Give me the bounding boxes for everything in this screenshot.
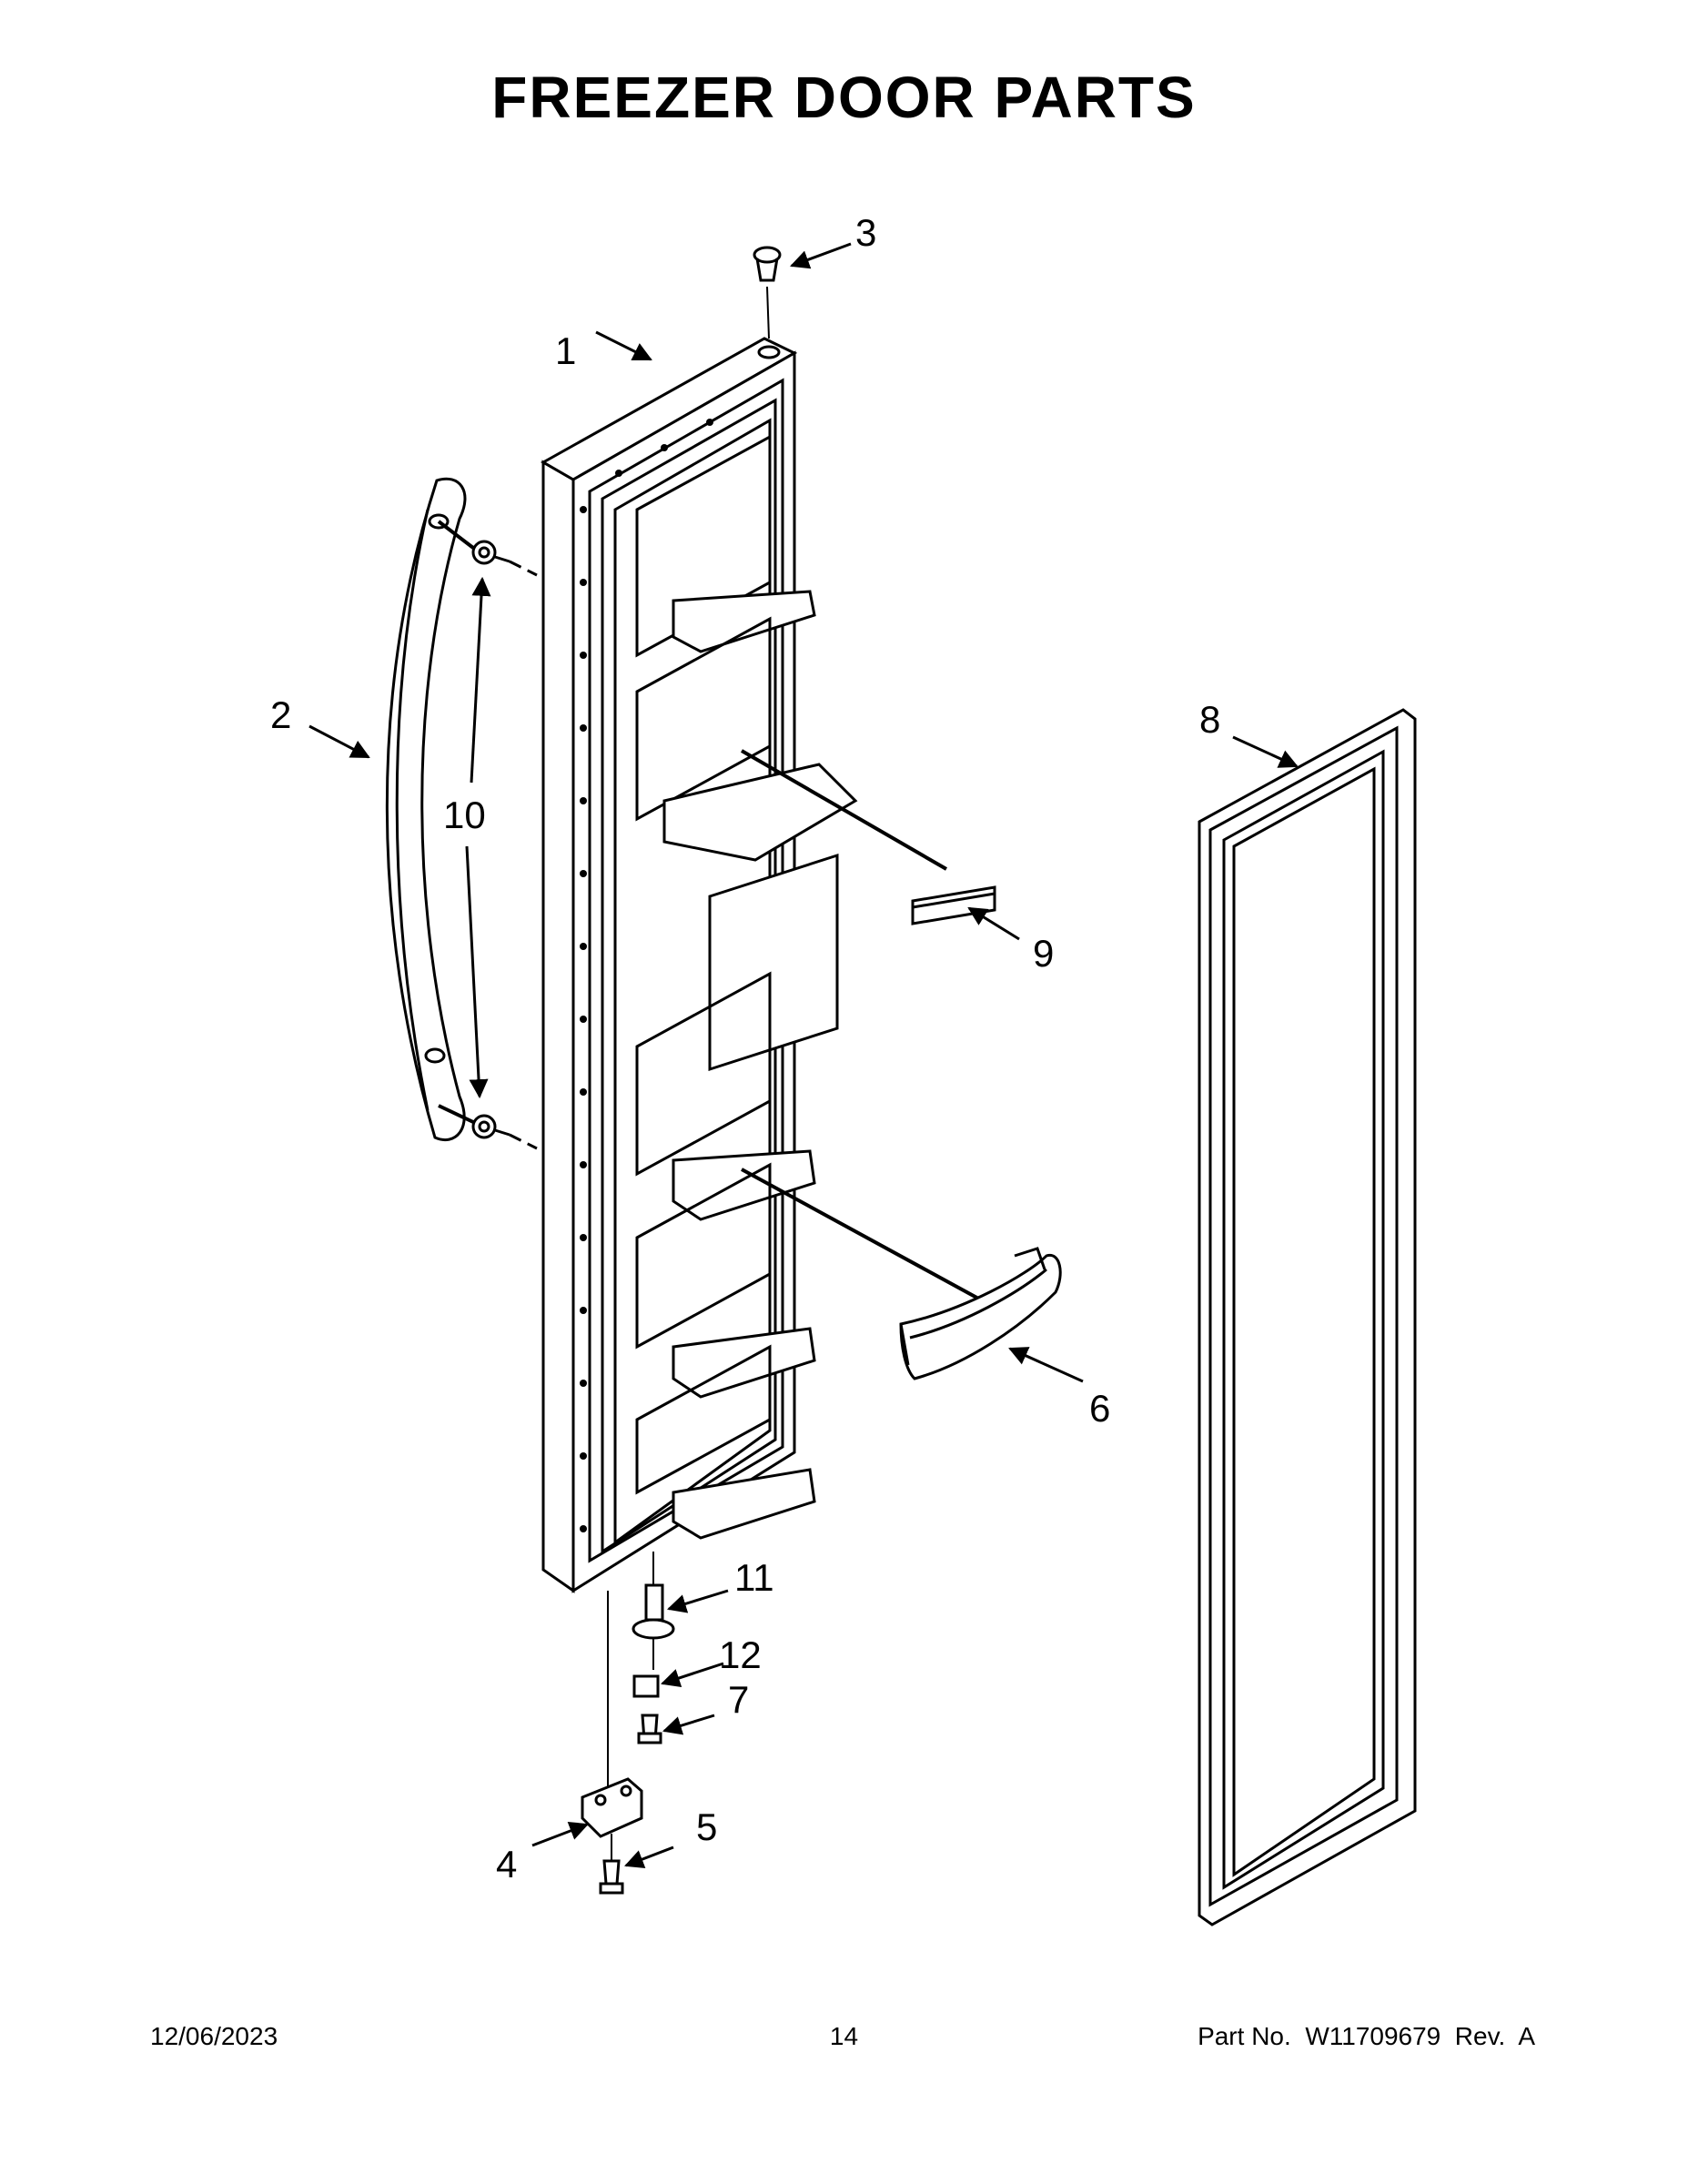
callout-1: 1 bbox=[555, 329, 576, 372]
page-title: FREEZER DOOR PARTS bbox=[491, 65, 1197, 130]
callout-11: 11 bbox=[734, 1556, 774, 1599]
callout-8: 8 bbox=[1199, 698, 1220, 741]
bottom-hinge-assembly bbox=[581, 1552, 675, 1895]
callout-9: 9 bbox=[1033, 932, 1054, 975]
callout-7: 7 bbox=[728, 1678, 749, 1721]
footer-part-number: Part No. W11709679 Rev. A bbox=[1198, 2022, 1535, 2050]
freezer-door bbox=[540, 337, 858, 1593]
callout-10: 10 bbox=[443, 794, 486, 836]
callout-leaders bbox=[308, 242, 1299, 1869]
footer-page-number: 14 bbox=[829, 2022, 859, 2050]
door-bin bbox=[741, 1168, 1062, 1380]
door-shim-strip bbox=[740, 749, 996, 925]
door-screw-holes bbox=[580, 419, 713, 1532]
handle-mounting-studs bbox=[437, 520, 538, 1150]
callout-4: 4 bbox=[496, 1843, 517, 1886]
callout-12: 12 bbox=[719, 1633, 762, 1676]
callout-6: 6 bbox=[1089, 1387, 1110, 1430]
footer-date: 12/06/2023 bbox=[150, 2022, 278, 2050]
callout-2: 2 bbox=[270, 693, 291, 736]
top-hinge-pin bbox=[753, 246, 782, 339]
callout-labels: 1 2 3 4 5 6 7 8 9 10 11 12 bbox=[270, 211, 1220, 1886]
door-gasket bbox=[1198, 708, 1417, 1926]
callout-3: 3 bbox=[855, 211, 876, 254]
callout-5: 5 bbox=[696, 1805, 717, 1848]
